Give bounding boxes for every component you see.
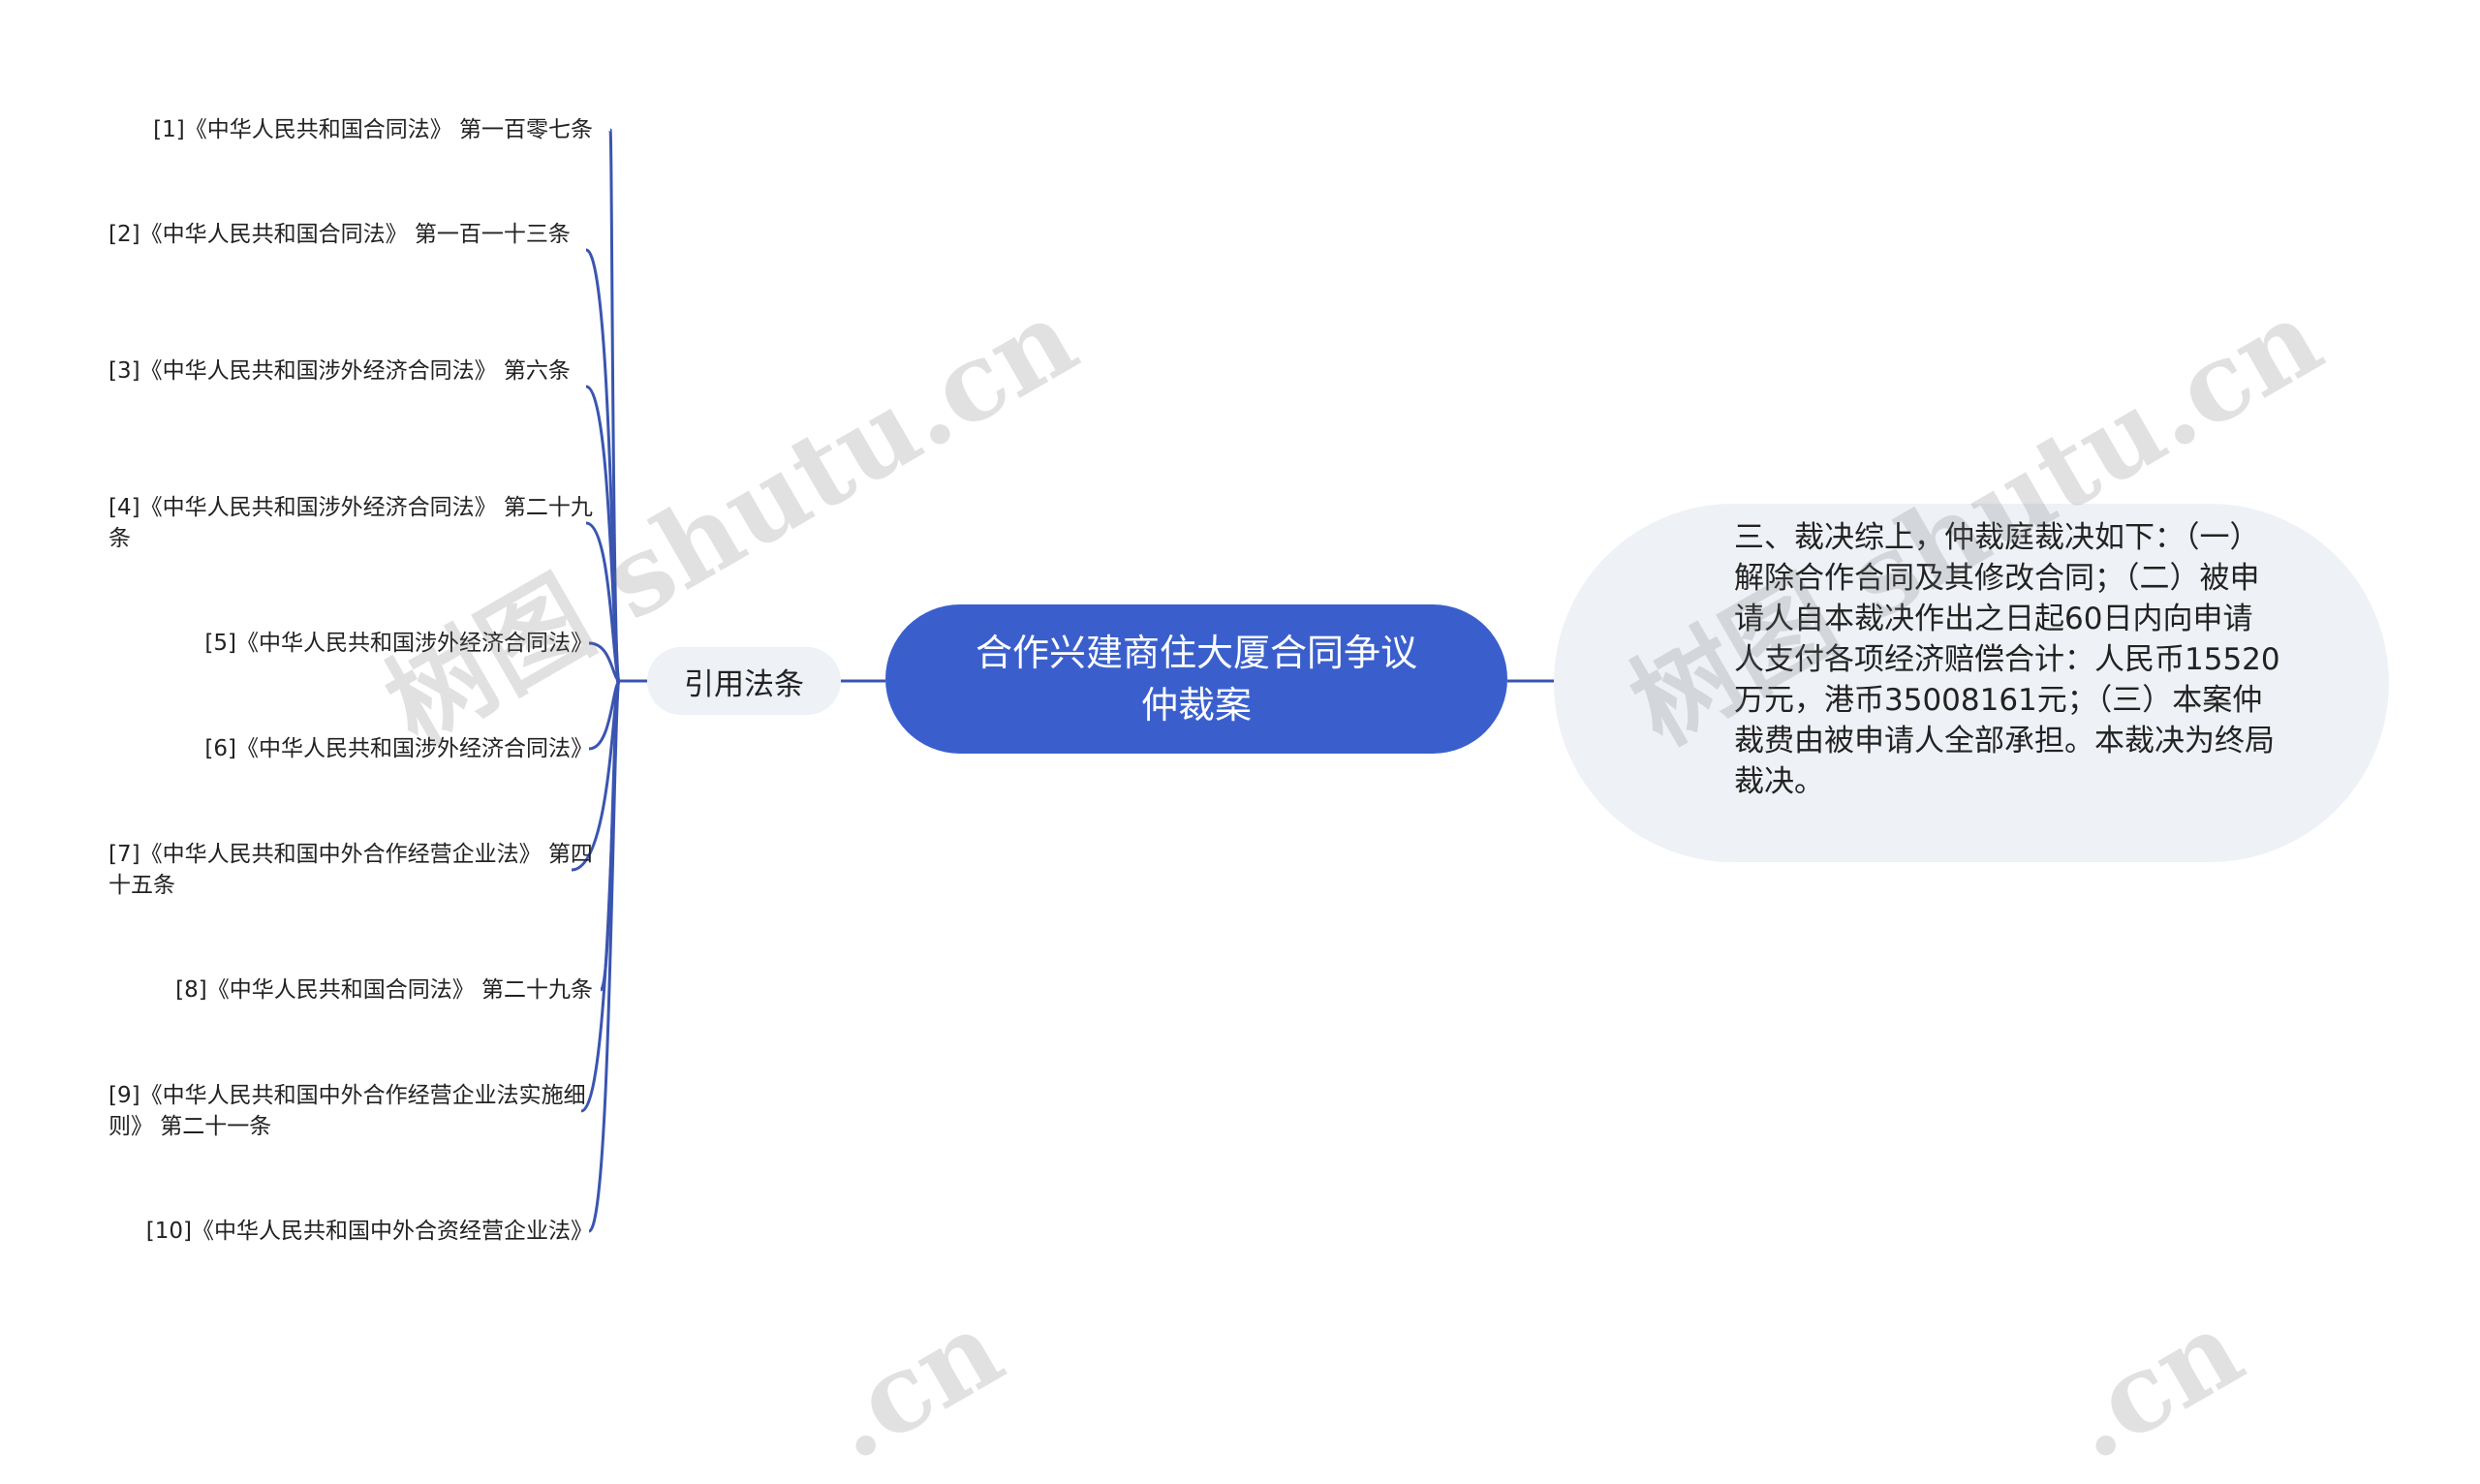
central-topic-title: 合作兴建商住大厦合同争议仲裁案 bbox=[975, 632, 1417, 727]
mind-map-canvas: [1]《中华人民共和国合同法》 第一百零七条 [2]《中华人民共和国合同法》 第… bbox=[108, 117, 2389, 1484]
ruling-text: 三、裁决综上，仲裁庭裁决如下：（一）解除合作合同及其修改合同；（二）被申请人自本… bbox=[1734, 520, 2280, 799]
reference-item-9[interactable]: [9]《中华人民共和国中外合作经营企业法实施细则》 第二十一条 bbox=[108, 1083, 586, 1139]
connector-lines bbox=[571, 128, 1554, 1233]
reference-item-10[interactable]: [10]《中华人民共和国中外合资经营企业法》 bbox=[145, 1219, 593, 1244]
reference-item-5[interactable]: [5]《中华人民共和国涉外经济合同法》 bbox=[204, 631, 593, 656]
reference-item-3[interactable]: [3]《中华人民共和国涉外经济合同法》 第六条 bbox=[108, 358, 571, 384]
central-topic-node[interactable]: 合作兴建商住大厦合同争议仲裁案 bbox=[885, 604, 1507, 754]
branch-node-cited-laws[interactable]: 引用法条 bbox=[647, 647, 841, 715]
reference-item-1[interactable]: [1]《中华人民共和国合同法》 第一百零七条 bbox=[153, 117, 593, 142]
reference-item-2[interactable]: [2]《中华人民共和国合同法》 第一百一十三条 bbox=[108, 222, 571, 247]
connector-reference-4 bbox=[585, 521, 622, 683]
reference-item-7[interactable]: [7]《中华人民共和国中外合作经营企业法》 第四十五条 bbox=[108, 842, 593, 898]
reference-item-4[interactable]: [4]《中华人民共和国涉外经济合同法》 第二十九条 bbox=[108, 495, 593, 551]
ruling-node[interactable]: 三、裁决综上，仲裁庭裁决如下：（一）解除合作合同及其修改合同；（二）被申请人自本… bbox=[1554, 504, 2389, 862]
connector-reference-10 bbox=[587, 679, 622, 1233]
reference-item-6[interactable]: [6]《中华人民共和国涉外经济合同法》 bbox=[204, 736, 593, 761]
reference-item-8[interactable]: [8]《中华人民共和国合同法》 第二十九条 bbox=[175, 977, 593, 1003]
